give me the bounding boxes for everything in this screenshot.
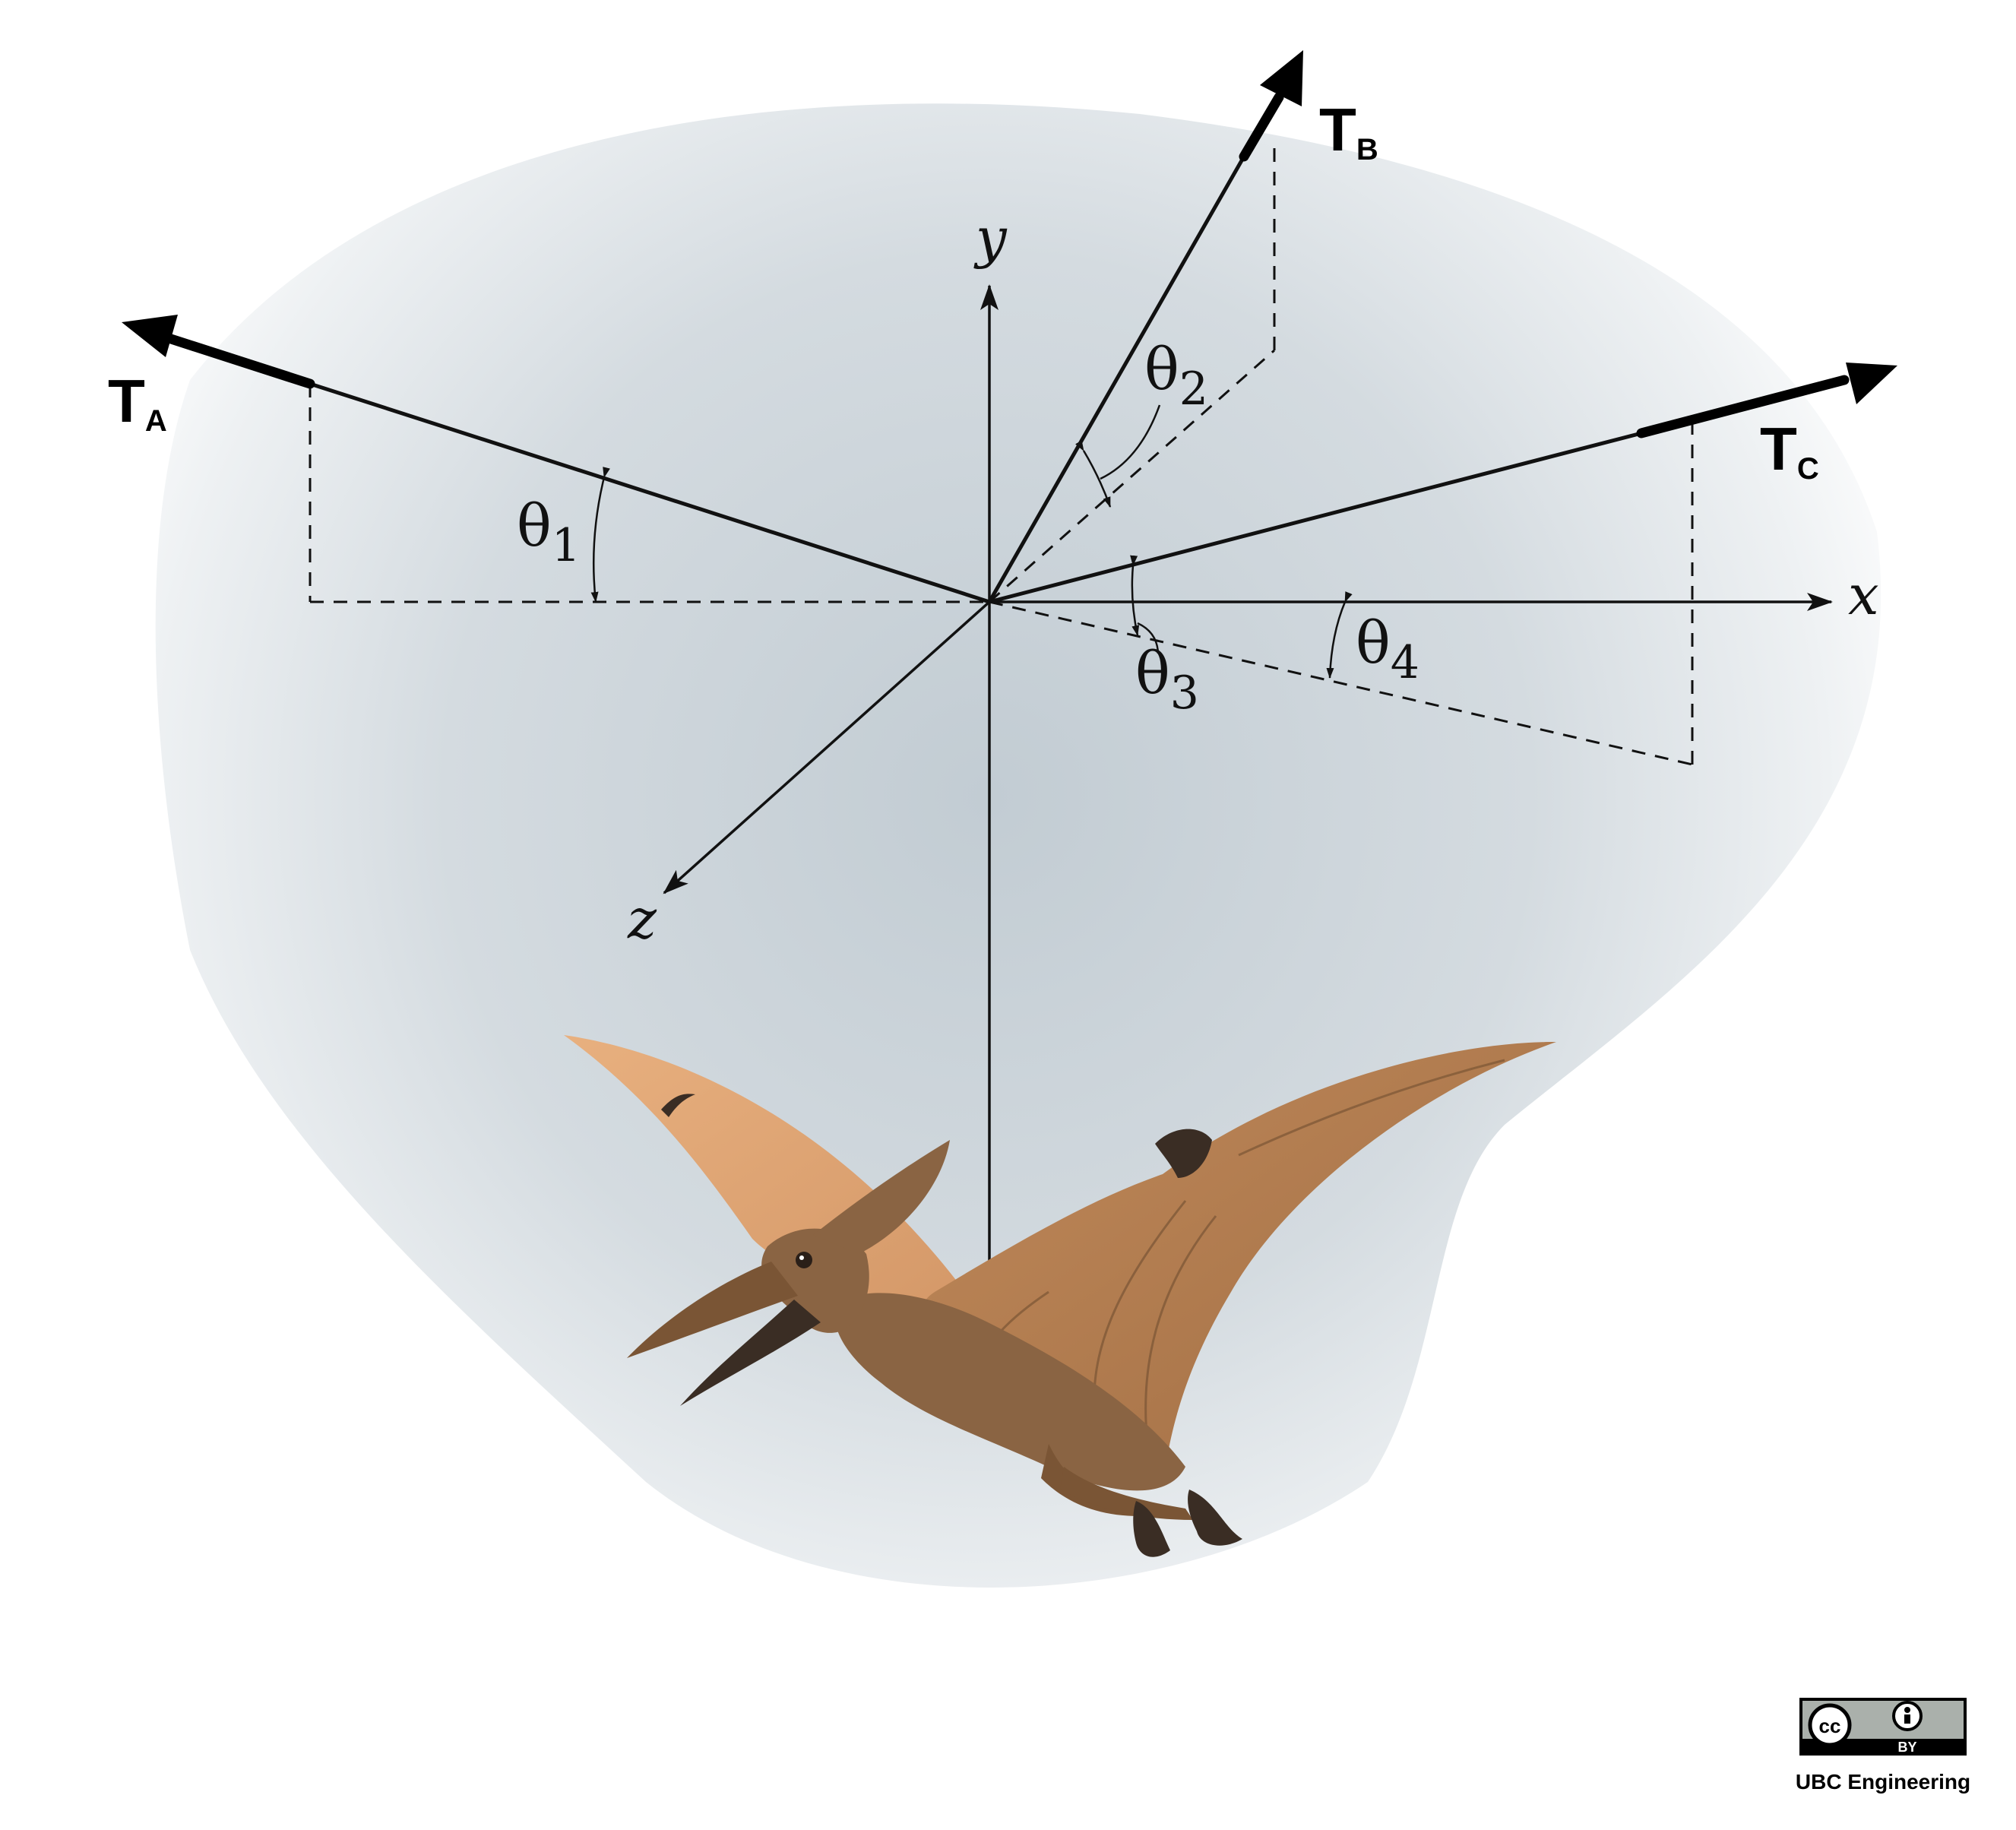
angle-arc-theta1 bbox=[590, 467, 610, 603]
pterosaur-head-fin bbox=[813, 1140, 950, 1254]
angle-arc-theta2-leader bbox=[1100, 404, 1161, 480]
z-axis bbox=[663, 600, 991, 894]
angle-label-theta3: θ3 bbox=[1135, 639, 1199, 720]
force-vector-b-head bbox=[1260, 50, 1303, 106]
angle-label-theta4: θ4 bbox=[1356, 609, 1419, 689]
angle-arc-theta4 bbox=[1326, 591, 1353, 679]
force-vector-a bbox=[163, 333, 315, 389]
pterosaur-lower-beak bbox=[680, 1300, 821, 1406]
cable-c bbox=[989, 431, 1642, 604]
force-vector-b bbox=[1239, 92, 1284, 162]
credit-text: UBC Engineering bbox=[1796, 1770, 1970, 1794]
force-label-c: TC bbox=[1760, 415, 1819, 486]
cc-icon bbox=[1808, 1703, 1852, 1747]
axis-label-z: z bbox=[627, 887, 657, 951]
cc-badge-text: cc bbox=[1819, 1714, 1841, 1737]
axis-label-x: x bbox=[1848, 563, 1879, 627]
pterosaur-upper-beak bbox=[627, 1262, 798, 1358]
cable-b bbox=[987, 155, 1246, 603]
license-badge: cc BY bbox=[1799, 1698, 1967, 1756]
angle-arc-theta2 bbox=[1075, 440, 1112, 508]
pterosaur-leg-back bbox=[1060, 1467, 1193, 1520]
angle-arcs bbox=[590, 404, 1353, 679]
force-label-a: TA bbox=[108, 367, 167, 438]
pterosaur-right-wing bbox=[924, 1041, 1556, 1486]
force-vector-c bbox=[1636, 375, 1850, 439]
pterosaur-foot-back bbox=[1188, 1490, 1242, 1546]
force-vector-c-head bbox=[1846, 363, 1897, 404]
angle-arc-theta3 bbox=[1130, 555, 1140, 636]
pterosaur-body bbox=[834, 1293, 1185, 1491]
by-badge-text: BY bbox=[1897, 1740, 1916, 1755]
force-label-b: TB bbox=[1319, 96, 1378, 166]
axis-label-y: y bbox=[973, 206, 1008, 270]
projection-lines bbox=[309, 142, 1694, 766]
angle-arc-theta3-leader bbox=[1137, 622, 1160, 654]
angle-label-theta2: θ2 bbox=[1144, 335, 1208, 416]
cable-a bbox=[309, 382, 990, 604]
pterosaur-wing-claw bbox=[1155, 1129, 1212, 1178]
coordinate-axes bbox=[663, 284, 1833, 1284]
pterosaur-foot bbox=[1133, 1501, 1170, 1557]
pterosaur-crest-spike bbox=[661, 1094, 695, 1117]
cables bbox=[309, 155, 1642, 604]
pterosaur-eye bbox=[796, 1252, 812, 1268]
pterosaur-illustration bbox=[564, 1035, 1556, 1557]
force-vector-a-head bbox=[122, 315, 178, 357]
force-vectors bbox=[122, 50, 1897, 439]
angle-label-theta1: θ1 bbox=[517, 492, 581, 572]
